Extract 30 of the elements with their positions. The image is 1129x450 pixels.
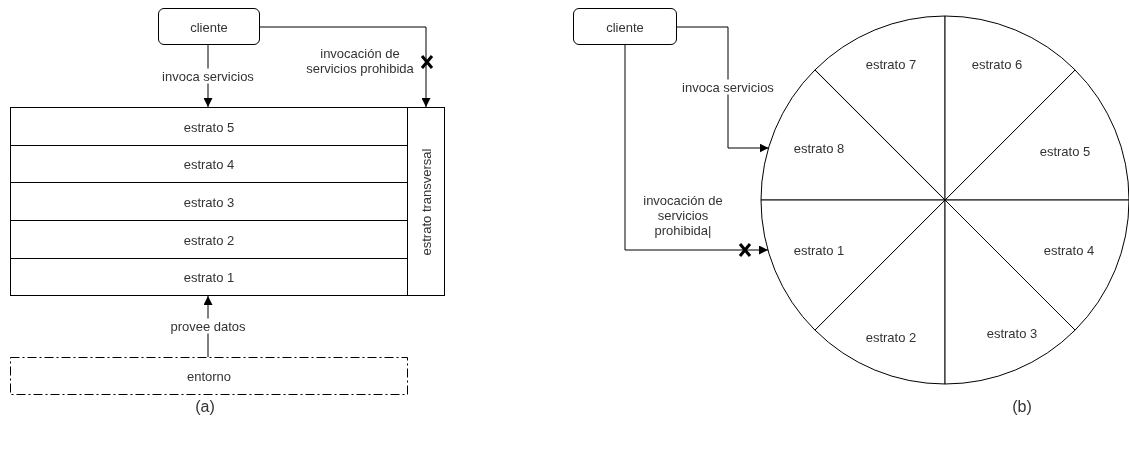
panel-label: (b) [1012, 398, 1032, 416]
edge-label: invoca servicios [160, 68, 256, 84]
arrow [624, 44, 769, 255]
edge-label: invocación de servicios prohibida [303, 46, 417, 76]
sector-label: estrato 3 [986, 325, 1038, 341]
layer-label: estrato 5 [183, 119, 235, 134]
layer-label: estrato transversal [418, 148, 434, 255]
layer-box [10, 258, 408, 296]
sector-label: estrato 6 [971, 56, 1023, 72]
edge-label: invoca servicios [680, 79, 776, 95]
edge-label: provee datos [168, 318, 248, 334]
layer-label: estrato 3 [183, 194, 235, 209]
arrow [676, 26, 769, 153]
sector-label: estrato 7 [865, 56, 917, 72]
layer-label: estrato 4 [183, 156, 235, 172]
sector-label: estrato 2 [865, 329, 917, 345]
client-box [158, 8, 260, 45]
arrow [259, 26, 431, 108]
layer-label: estrato 2 [183, 232, 235, 247]
box-label: entorno [186, 368, 232, 384]
sector-label: estrato 5 [1039, 143, 1091, 159]
layer-box [407, 107, 445, 296]
box-label: cliente [606, 19, 644, 34]
box-label: cliente [190, 19, 228, 34]
client-box [573, 8, 677, 45]
sector-label: estrato 8 [793, 140, 845, 156]
layer-label: estrato 1 [183, 269, 235, 285]
sector-label: estrato 1 [793, 242, 845, 258]
sector-label: estrato 4 [1043, 242, 1095, 258]
layer-box [10, 107, 408, 146]
